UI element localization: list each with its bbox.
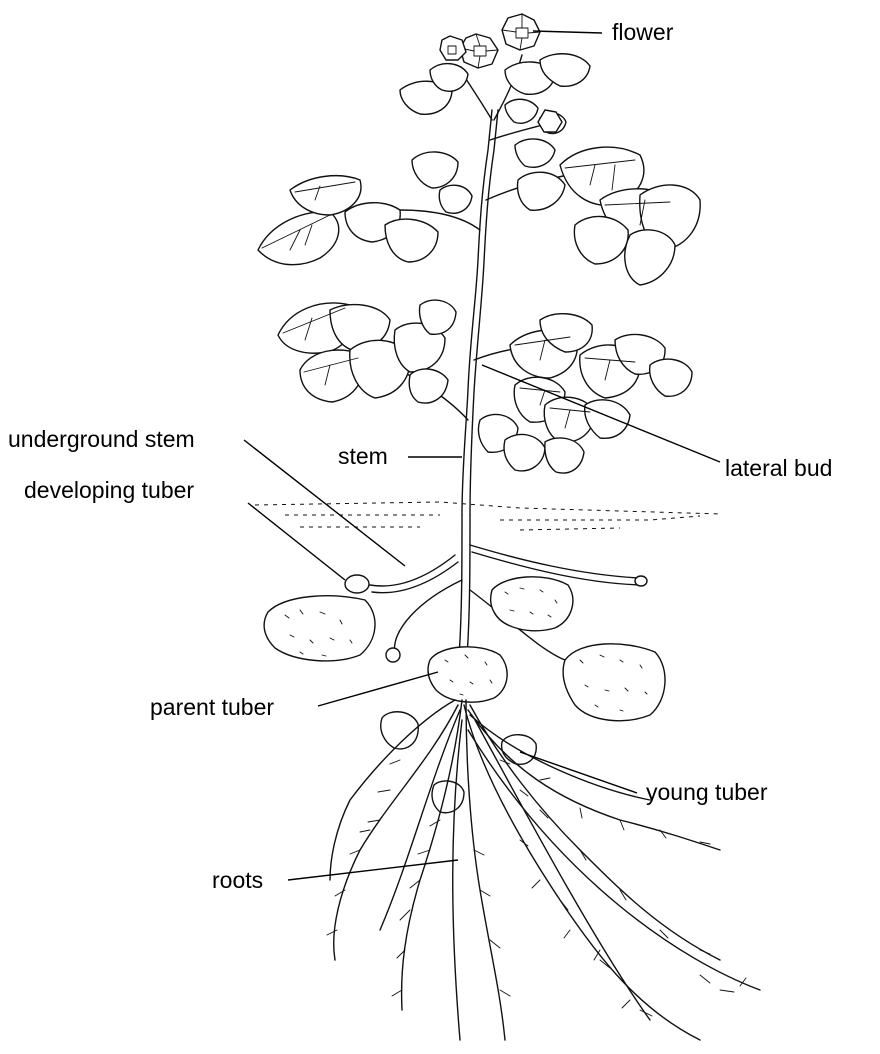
root-system	[327, 700, 760, 1040]
tuber-right-upper	[491, 577, 573, 631]
label-stem: stem	[338, 443, 388, 469]
label-lateral-bud: lateral bud	[725, 455, 832, 481]
soil-surface	[255, 502, 720, 530]
label-underground-stem: underground stem	[8, 426, 195, 452]
labels: flower lateral bud stem underground stem…	[8, 19, 832, 893]
flower-1	[502, 14, 540, 50]
flower-3	[440, 36, 466, 60]
leader-roots	[288, 860, 458, 880]
flower-bud-1	[538, 110, 562, 132]
parent-tuber-shape	[428, 647, 507, 702]
young-tuber-shape-3	[432, 781, 464, 813]
label-young-tuber: young tuber	[646, 779, 768, 805]
tuber-right-lower	[563, 644, 665, 721]
label-developing-tuber: developing tuber	[24, 477, 194, 503]
leaves	[258, 54, 700, 473]
leader-young-tuber	[520, 752, 637, 793]
developing-tuber-shape	[345, 575, 369, 593]
label-parent-tuber: parent tuber	[150, 694, 274, 720]
label-roots: roots	[212, 867, 263, 893]
leader-flower	[533, 31, 602, 33]
underground-parts	[264, 515, 665, 813]
leader-parent-tuber	[318, 672, 438, 706]
tuber-left	[264, 596, 375, 661]
label-flower: flower	[612, 19, 674, 45]
